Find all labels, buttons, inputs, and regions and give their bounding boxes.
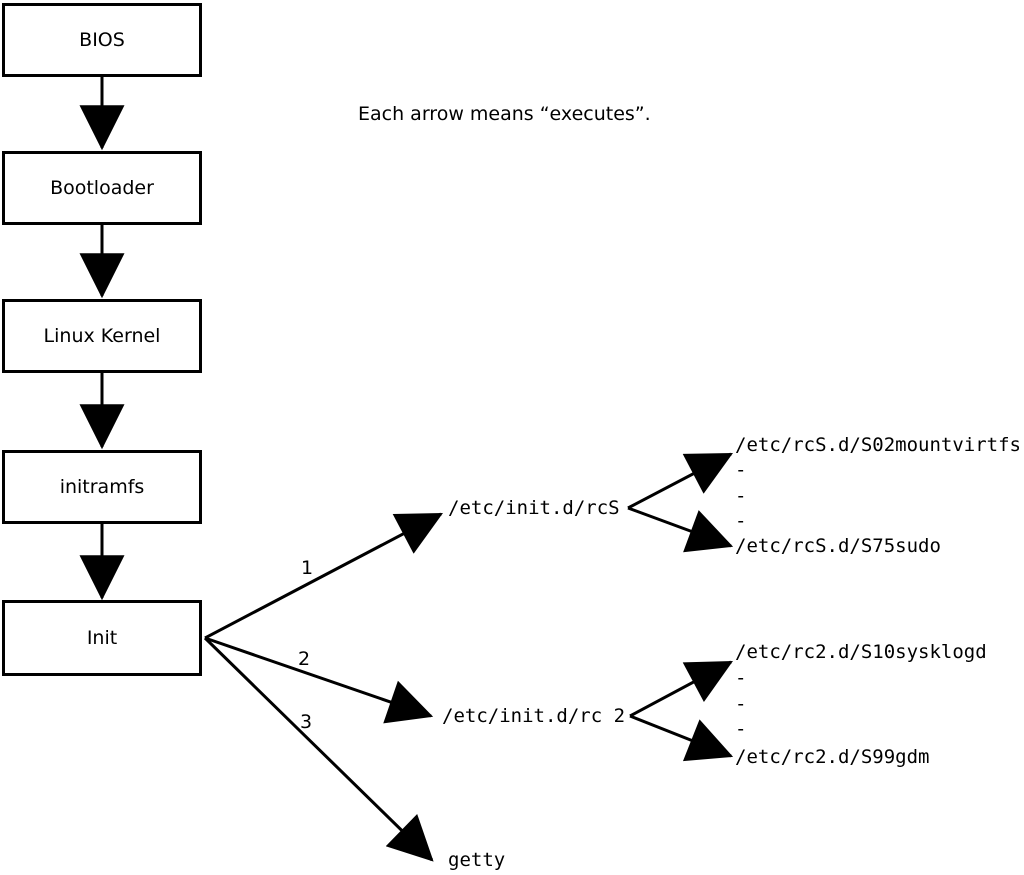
leaf-dash: - xyxy=(735,459,747,481)
arrow-rc2-s10sysklogd xyxy=(629,660,733,718)
box-bootloader-label: Bootloader xyxy=(50,177,154,199)
leaf-dash: - xyxy=(735,510,747,532)
box-init: Init xyxy=(2,600,202,676)
caption: Each arrow means “executes”. xyxy=(358,103,651,125)
script-label-rcs: /etc/init.d/rcS xyxy=(448,497,620,519)
script-label-rc2: /etc/init.d/rc 2 xyxy=(442,705,626,727)
arrow-init-getty xyxy=(203,636,434,862)
arrow-init-rcs xyxy=(204,512,443,640)
arrow-init-rc2 xyxy=(204,636,434,724)
box-linux-kernel: Linux Kernel xyxy=(2,299,202,373)
arrow-number-2: 2 xyxy=(298,648,311,670)
arrow-rcs-s75sudo xyxy=(627,506,734,553)
leaf-s10sysklogd: /etc/rc2.d/S10sysklogd xyxy=(735,641,987,663)
box-initramfs-label: initramfs xyxy=(59,476,145,498)
box-bios-label: BIOS xyxy=(79,29,125,51)
leaf-s75sudo: /etc/rcS.d/S75sudo xyxy=(735,535,941,557)
leaf-s02mountvirtfs: /etc/rcS.d/S02mountvirtfs xyxy=(735,434,1021,456)
box-initramfs: initramfs xyxy=(2,450,202,524)
arrow-number-1: 1 xyxy=(301,557,314,579)
arrow-rcs-s02mountvirtfs xyxy=(627,452,733,510)
arrow-number-3: 3 xyxy=(300,711,313,733)
leaf-dash: - xyxy=(735,485,747,507)
box-bootloader: Bootloader xyxy=(2,151,202,225)
script-label-getty: getty xyxy=(448,849,506,871)
leaf-s99gdm: /etc/rc2.d/S99gdm xyxy=(735,746,930,768)
box-init-label: Init xyxy=(86,627,118,649)
arrow-rc2-s99gdm xyxy=(629,714,734,762)
leaf-dash: - xyxy=(735,693,747,715)
box-linux-kernel-label: Linux Kernel xyxy=(43,325,161,347)
box-bios: BIOS xyxy=(2,3,202,77)
leaf-dash: - xyxy=(735,667,747,689)
leaf-dash: - xyxy=(735,718,747,740)
